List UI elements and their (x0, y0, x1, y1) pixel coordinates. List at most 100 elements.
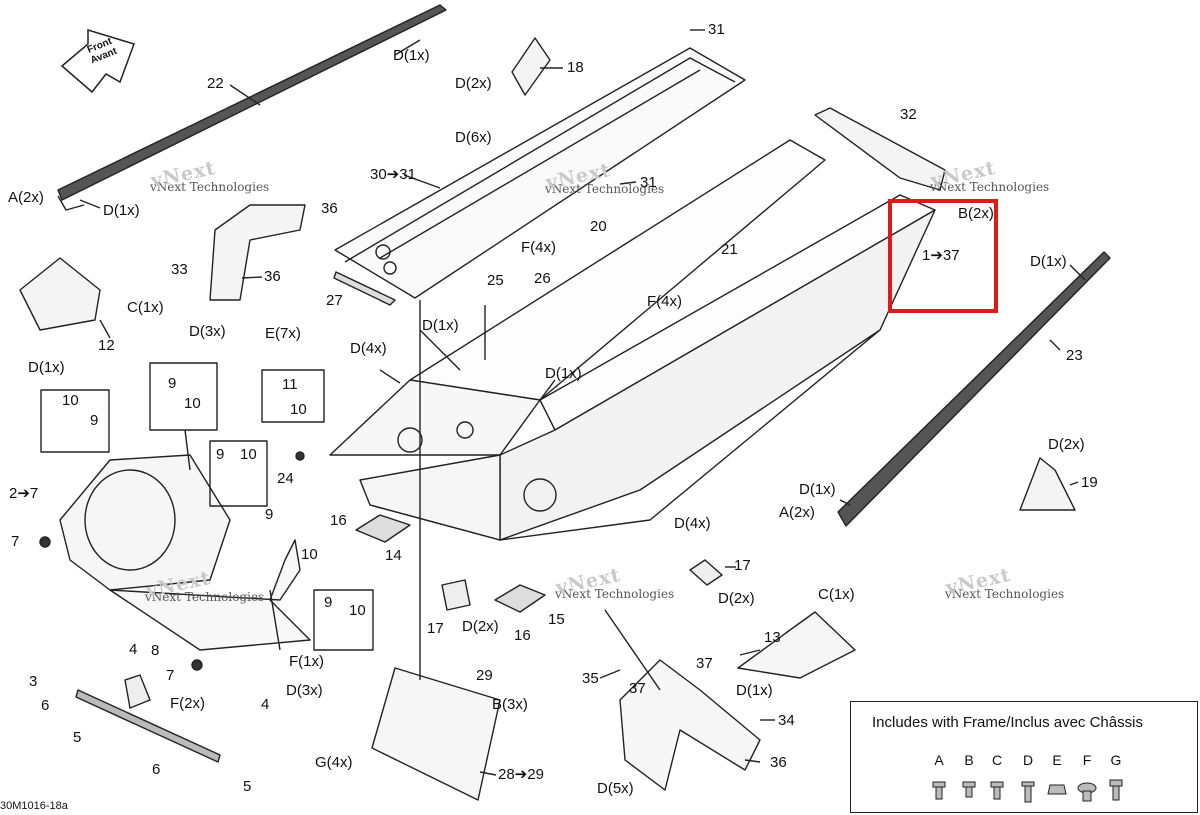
callout-label: D(5x) (597, 780, 634, 797)
callout-label: 35 (582, 670, 599, 687)
part-13 (737, 611, 856, 679)
callout-label: D(1x) (736, 682, 773, 699)
callout-label: 17 (427, 620, 444, 637)
callout-label: 27 (326, 292, 343, 309)
callout-label: B(3x) (492, 696, 528, 713)
callout-label: 31 (708, 21, 725, 38)
callout-label: 10 (62, 392, 79, 409)
callout-label: C(1x) (127, 299, 164, 316)
legend-letter: D (1022, 752, 1034, 768)
callout-label: 9 (90, 412, 99, 429)
bumper-3-6 (75, 689, 221, 763)
callout-label: 2➔7 (9, 485, 39, 502)
callout-label: 15 (548, 611, 565, 628)
callout-label: D(3x) (189, 323, 226, 340)
callout-label: E(7x) (265, 325, 301, 342)
callout-label: 28➔29 (498, 766, 544, 783)
callout-label: 9 (168, 375, 177, 392)
front-direction-arrow: Front Avant (58, 26, 138, 101)
callout-label: 12 (98, 337, 115, 354)
callout-label: 37 (696, 655, 713, 672)
callout-label: 21 (721, 241, 738, 258)
legend-letter: B (964, 752, 974, 768)
callout-label: D(1x) (799, 481, 836, 498)
callout-label: A(2x) (8, 189, 44, 206)
callout-label: 34 (778, 712, 795, 729)
callout-label: 5 (243, 778, 252, 795)
callout-label: D(6x) (455, 129, 492, 146)
callout-label: D(1x) (422, 317, 459, 334)
callout-label: 30➔31 (370, 166, 416, 183)
callout-label: F(2x) (170, 695, 205, 712)
callout-label: 3 (29, 673, 38, 690)
callout-label: 9 (324, 594, 333, 611)
plate-17a (441, 579, 471, 611)
callout-label: 9 (216, 446, 225, 463)
legend-letter: C (991, 752, 1003, 768)
legend-letter: A (934, 752, 944, 768)
callout-label: 6 (152, 761, 161, 778)
callout-label: D(1x) (545, 365, 582, 382)
legend-fastener-c: C (984, 752, 1010, 768)
nut-icon (1047, 784, 1067, 795)
callout-label: 8 (151, 642, 160, 659)
steering-column-34 (619, 659, 761, 791)
bolt-icon (962, 781, 976, 798)
callout-label: 36 (264, 268, 281, 285)
callout-label: F(4x) (647, 293, 682, 310)
part-12 (19, 257, 101, 331)
callout-label: 25 (487, 272, 504, 289)
callout-label: 6 (41, 697, 50, 714)
rivet-icon (1077, 782, 1097, 802)
legend-title: Includes with Frame/Inclus avec Châssis (872, 714, 1143, 731)
document-code: 30M1016-18a (0, 800, 68, 812)
rail-23 (837, 251, 1111, 527)
callout-label: F(4x) (521, 239, 556, 256)
callout-label: D(1x) (1030, 253, 1067, 270)
front-arrow-icon (60, 28, 135, 94)
callout-label: A(2x) (779, 504, 815, 521)
callout-label: C(1x) (818, 586, 855, 603)
main-tunnel-frame (329, 139, 936, 541)
callout-label: 10 (240, 446, 257, 463)
fastener-legend: Includes with Frame/Inclus avec Châssis … (850, 701, 1198, 813)
callout-label: 18 (567, 59, 584, 76)
legend-fastener-d: D (1015, 752, 1041, 768)
callout-label: D(4x) (350, 340, 387, 357)
legend-letter: G (1110, 752, 1122, 768)
panel-32 (814, 107, 946, 191)
callout-label: 4 (261, 696, 270, 713)
part-8 (124, 674, 151, 709)
highlight-box (888, 199, 998, 313)
callout-label: 17 (734, 557, 751, 574)
callout-label: D(2x) (718, 590, 755, 607)
screw-icon (1021, 781, 1035, 803)
callout-label: D(2x) (1048, 436, 1085, 453)
callout-label: D(1x) (393, 47, 430, 64)
callout-label: 7 (166, 667, 175, 684)
callout-label: 22 (207, 75, 224, 92)
fastener-icons (932, 779, 1123, 803)
callout-label: 5 (73, 729, 82, 746)
footrest-14 (355, 514, 411, 543)
bracket-18 (511, 37, 551, 96)
callout-label: 10 (184, 395, 201, 412)
callout-label: D(3x) (286, 682, 323, 699)
callout-label: 29 (476, 667, 493, 684)
lower-brace (109, 539, 311, 651)
callout-label: 37 (629, 680, 646, 697)
callout-label: 24 (277, 470, 294, 487)
legend-fastener-a: A (926, 752, 952, 768)
callout-label: 7 (11, 533, 20, 550)
cooler-28-29 (371, 667, 501, 801)
callout-label: F(1x) (289, 653, 324, 670)
callout-label: D(4x) (674, 515, 711, 532)
legend-fastener-g: G (1103, 752, 1129, 768)
part-30-tunnel-cover (334, 47, 746, 299)
part-19 (1019, 457, 1076, 511)
plate-17b (689, 559, 723, 586)
callout-label: 20 (590, 218, 607, 235)
callout-label: 10 (290, 401, 307, 418)
bracket-33 (209, 204, 306, 301)
